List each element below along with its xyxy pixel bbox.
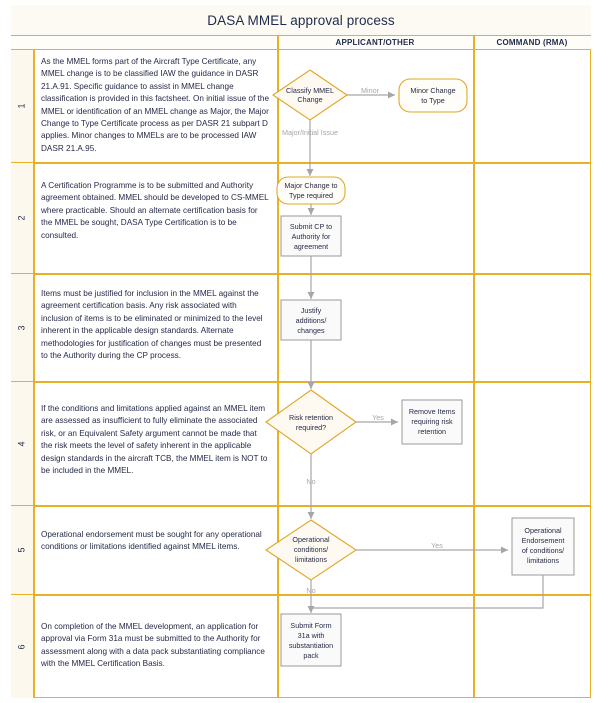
row-number-label: 2 xyxy=(16,215,27,221)
row-number-label: 1 xyxy=(16,103,27,109)
row-number-label: 3 xyxy=(16,324,27,331)
divider-text-applicant xyxy=(277,36,279,698)
row-number-label: 6 xyxy=(16,643,27,650)
row-divider-5 xyxy=(11,594,591,596)
row-number-label: 4 xyxy=(16,440,27,447)
row-description-2: A Certification Programme is to be submi… xyxy=(41,181,269,240)
row-number-3: 3 xyxy=(11,274,33,381)
row-number-5: 5 xyxy=(11,506,33,594)
divider-applicant-command xyxy=(473,36,475,698)
row-description-5: Operational endorsement must be sought f… xyxy=(41,530,262,552)
row-divider-2 xyxy=(11,273,591,275)
row-number-1: 1 xyxy=(11,50,33,162)
divider-rownumber xyxy=(33,50,35,698)
row-number-6: 6 xyxy=(11,595,33,698)
row-divider-1 xyxy=(11,162,591,164)
row-description-1: As the MMEL forms part of the Aircraft T… xyxy=(41,57,269,153)
lane-header-band: APPLICANT/OTHER COMMAND (RMA) xyxy=(11,36,591,50)
diagram-title-band: DASA MMEL approval process xyxy=(11,5,591,36)
lane-header-command: COMMAND (RMA) xyxy=(496,38,568,47)
row-number-label: 5 xyxy=(16,547,27,553)
row-description-3: Items must be justified for inclusion in… xyxy=(41,289,263,361)
row-number-4: 4 xyxy=(11,382,33,505)
row-description-4: If the conditions and limitations applie… xyxy=(41,404,268,476)
page-title: DASA MMEL approval process xyxy=(207,12,395,28)
row-divider-3 xyxy=(11,381,591,383)
lane-header-applicant: APPLICANT/OTHER xyxy=(335,38,415,47)
row-number-2: 2 xyxy=(11,163,33,273)
row-divider-4 xyxy=(11,505,591,507)
row-description-6: On completion of the MMEL development, a… xyxy=(41,622,265,669)
